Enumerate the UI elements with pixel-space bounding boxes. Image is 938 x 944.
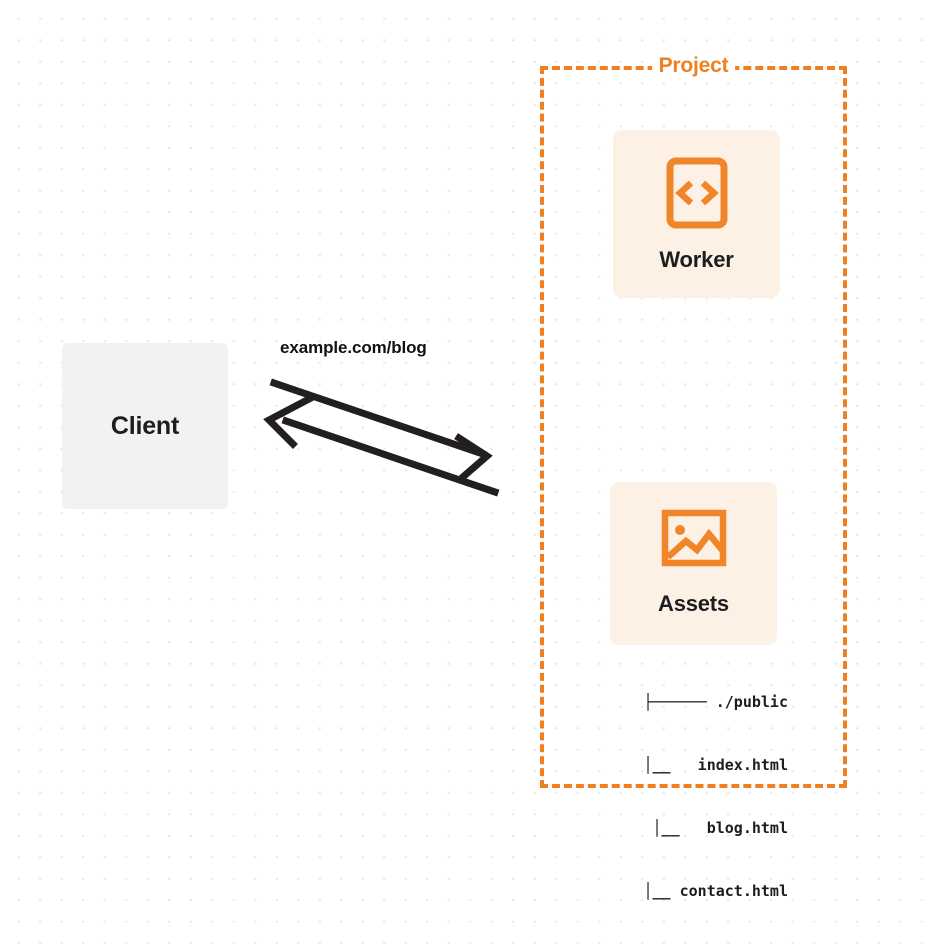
assets-node[interactable]: Assets xyxy=(610,482,777,645)
code-brackets-icon xyxy=(666,157,727,229)
file-tree-row: │__ contact.html xyxy=(540,881,788,902)
request-arrow xyxy=(269,378,493,481)
connection-label: example.com/blog xyxy=(280,338,427,357)
assets-node-label: Assets xyxy=(658,591,729,616)
project-group: Project xyxy=(540,54,847,788)
client-node-label: Client xyxy=(110,411,180,440)
file-tree-row: │__ index.html xyxy=(540,755,788,776)
file-tree-row-2: │__ blog.html xyxy=(625,819,788,837)
file-tree-row: ├────── ./public xyxy=(540,692,789,713)
response-arrow xyxy=(263,394,500,497)
diagram-canvas: Client example.com/blog Project Worker xyxy=(62,54,847,900)
file-tree-row-1: │__ index.html xyxy=(616,756,788,774)
file-tree-row-0: ├────── ./public xyxy=(643,693,789,711)
client-node[interactable]: Client xyxy=(62,343,228,509)
project-group-title: Project xyxy=(651,54,736,78)
file-tree-row-3: │__ contact.html xyxy=(616,882,788,900)
worker-node[interactable]: Worker xyxy=(613,130,780,298)
file-tree-row: │__ blog.html xyxy=(540,818,788,839)
worker-node-label: Worker xyxy=(659,247,734,272)
image-icon xyxy=(661,509,726,567)
asset-file-tree: ├────── ./public │__ index.html │__ blog… xyxy=(540,650,788,944)
